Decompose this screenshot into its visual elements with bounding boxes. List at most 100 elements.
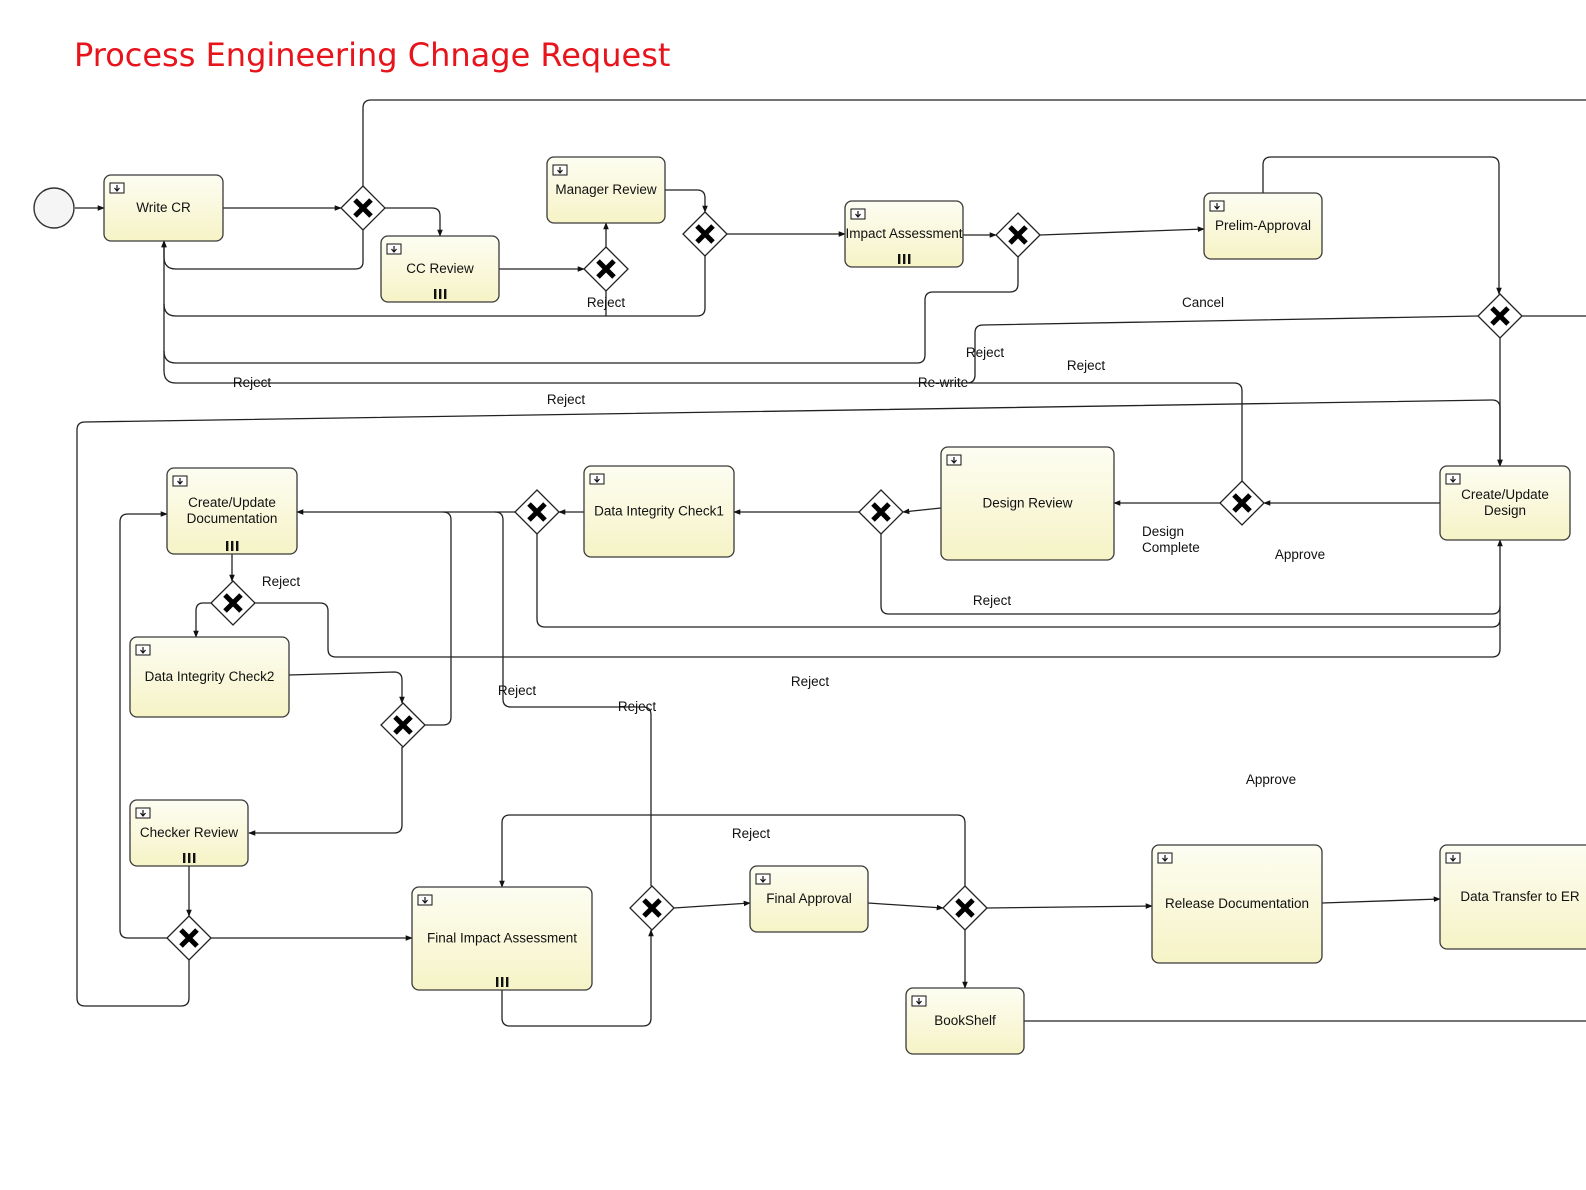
- task-type-icon: [135, 644, 151, 656]
- flow-label-approve-design: Approve: [1275, 547, 1325, 562]
- exclusive-gateway[interactable]: [942, 885, 988, 931]
- multi-instance-icon: [496, 977, 509, 987]
- x-marker-icon: [596, 259, 616, 279]
- flow-label-reject-fia: Reject: [618, 699, 657, 714]
- x-marker-icon: [1008, 225, 1028, 245]
- task-type-icon: [386, 243, 402, 255]
- page-title: Process Engineering Chnage Request: [74, 36, 671, 74]
- flow-label-reject-doc: Reject: [262, 574, 301, 589]
- exclusive-gateway[interactable]: [514, 489, 560, 535]
- task-type-icon: [552, 164, 568, 176]
- sequence-flow: [163, 256, 706, 317]
- sequence-flow: [501, 929, 654, 1027]
- multi-instance-icon: [898, 254, 911, 264]
- task-type-icon: [109, 182, 125, 194]
- x-marker-icon: [1232, 493, 1252, 513]
- task-bookshelf[interactable]: BookShelf: [905, 987, 1025, 1055]
- task-label: Final Approval: [766, 891, 852, 906]
- exclusive-gateway[interactable]: [380, 702, 426, 748]
- flow-label-design-complete: Design: [1142, 524, 1184, 539]
- task-type-icon: [1445, 473, 1461, 485]
- sequence-flow: [385, 207, 443, 237]
- task-type-icon: [172, 475, 188, 487]
- task-final-approval[interactable]: Final Approval: [749, 865, 869, 933]
- sequence-flows: [75, 99, 1586, 1027]
- task-checker-review[interactable]: Checker Review: [129, 799, 249, 867]
- task-write-cr[interactable]: Write CR: [103, 174, 224, 242]
- task-type-icon: [850, 208, 866, 220]
- sequence-flow: [986, 903, 1153, 909]
- task-label: Release Documentation: [1165, 896, 1309, 911]
- multi-instance-icon: [226, 541, 239, 551]
- task-data-integrity-check2[interactable]: Data Integrity Check2: [129, 636, 290, 718]
- task-design-review[interactable]: Design Review: [940, 446, 1115, 561]
- x-marker-icon: [223, 593, 243, 613]
- sequence-flow: [288, 671, 405, 704]
- task-label: Write CR: [136, 200, 191, 215]
- task-type-icon: [589, 473, 605, 485]
- sequence-flow: [673, 900, 751, 909]
- task-final-impact-assessment[interactable]: Final Impact Assessment: [411, 886, 593, 991]
- exclusive-gateway[interactable]: [340, 185, 386, 231]
- exclusive-gateway[interactable]: [858, 489, 904, 535]
- task-label: Data Transfer to ER: [1460, 889, 1580, 904]
- x-marker-icon: [695, 224, 715, 244]
- sequence-flow: [248, 747, 403, 836]
- task-data-transfer[interactable]: Data Transfer to ER: [1439, 844, 1586, 950]
- task-label: Data Integrity Check2: [145, 669, 275, 684]
- task-label: Documentation: [187, 511, 278, 526]
- task-data-integrity-check1[interactable]: Data Integrity Check1: [583, 465, 735, 558]
- exclusive-gateway[interactable]: [682, 211, 728, 257]
- exclusive-gateway[interactable]: [1477, 293, 1523, 339]
- task-type-icon: [1209, 200, 1225, 212]
- task-label: Create/Update: [188, 495, 276, 510]
- exclusive-gateway[interactable]: [166, 915, 212, 961]
- sequence-flow: [499, 814, 966, 888]
- exclusive-gateway[interactable]: [583, 246, 629, 292]
- task-prelim-approval[interactable]: Prelim-Approval: [1203, 192, 1323, 260]
- task-type-icon: [911, 995, 927, 1007]
- task-cc-review[interactable]: CC Review: [380, 235, 500, 303]
- task-manager-review[interactable]: Manager Review: [546, 156, 666, 224]
- sequence-flow: [425, 511, 452, 726]
- task-label: Manager Review: [555, 182, 657, 197]
- x-marker-icon: [527, 502, 547, 522]
- sequence-flow: [193, 602, 211, 638]
- task-label: BookShelf: [934, 1013, 996, 1028]
- sequence-flow: [1321, 896, 1441, 904]
- task-label: Create/Update: [1461, 487, 1549, 502]
- task-type-icon: [417, 894, 433, 906]
- sequence-flow: [902, 507, 942, 515]
- exclusive-gateway[interactable]: [1219, 480, 1265, 526]
- task-type-icon: [1157, 852, 1173, 864]
- sequence-flow: [967, 382, 1243, 481]
- task-release-documentation[interactable]: Release Documentation: [1151, 844, 1323, 964]
- exclusive-gateway[interactable]: [995, 212, 1041, 258]
- sequence-flow: [362, 99, 1586, 186]
- flow-label-reject-cc: Reject: [587, 295, 626, 310]
- flow-label-reject-long: Reject: [547, 392, 586, 407]
- task-type-icon: [755, 873, 771, 885]
- flow-label-reject-dic1: Reject: [498, 683, 537, 698]
- sequence-flow: [1039, 226, 1205, 236]
- start-event[interactable]: [33, 187, 75, 229]
- multi-instance-icon: [434, 289, 447, 299]
- flow-label-reject-design-review: Reject: [973, 593, 1012, 608]
- x-marker-icon: [871, 502, 891, 522]
- task-impact-assessment[interactable]: Impact Assessment: [844, 200, 964, 268]
- sequence-flow: [255, 602, 1501, 658]
- task-type-icon: [1445, 852, 1461, 864]
- exclusive-gateway[interactable]: [210, 580, 256, 626]
- sequence-flow: [119, 511, 168, 939]
- exclusive-gateway[interactable]: [629, 885, 675, 931]
- flow-label-reject-prelim: Reject: [966, 345, 1005, 360]
- x-marker-icon: [955, 898, 975, 918]
- multi-instance-icon: [183, 853, 196, 863]
- x-marker-icon: [393, 715, 413, 735]
- x-marker-icon: [179, 928, 199, 948]
